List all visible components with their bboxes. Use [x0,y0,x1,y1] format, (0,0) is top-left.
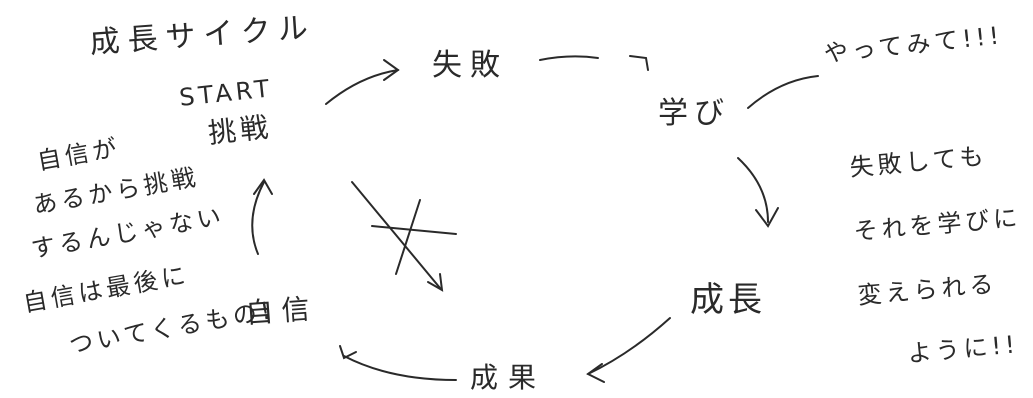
arrow-result-to-confidence-head [339,345,357,360]
cross-line-diagonal [351,181,441,289]
arrow-learning-to-growth-head [755,207,779,228]
arrow-failure-to-learning [539,55,599,61]
arrow-failure-to-learning-head [629,55,649,71]
arrow-learning-to-growth [737,157,769,223]
cross-line-vertical [395,199,421,275]
connector-try-it-to-learning [747,75,819,109]
arrow-start-to-failure [325,69,399,105]
cross-line-horizontal [371,225,457,235]
node-challenge: 挑戦 [206,110,274,150]
arrow-start-to-failure-head [383,59,400,81]
node-failure: 失敗 [432,48,508,83]
cross-line-diagonal-head [427,273,444,292]
node-growth: 成長 [690,280,766,320]
arrow-confidence-to-start-head [253,178,273,195]
node-result: 成果 [470,361,547,394]
node-learning: 学び [658,96,730,131]
arrow-growth-to-result-head [586,363,605,383]
arrow-result-to-confidence [343,355,457,381]
arrow-growth-to-result [587,317,671,375]
arrow-confidence-to-start [251,181,265,255]
